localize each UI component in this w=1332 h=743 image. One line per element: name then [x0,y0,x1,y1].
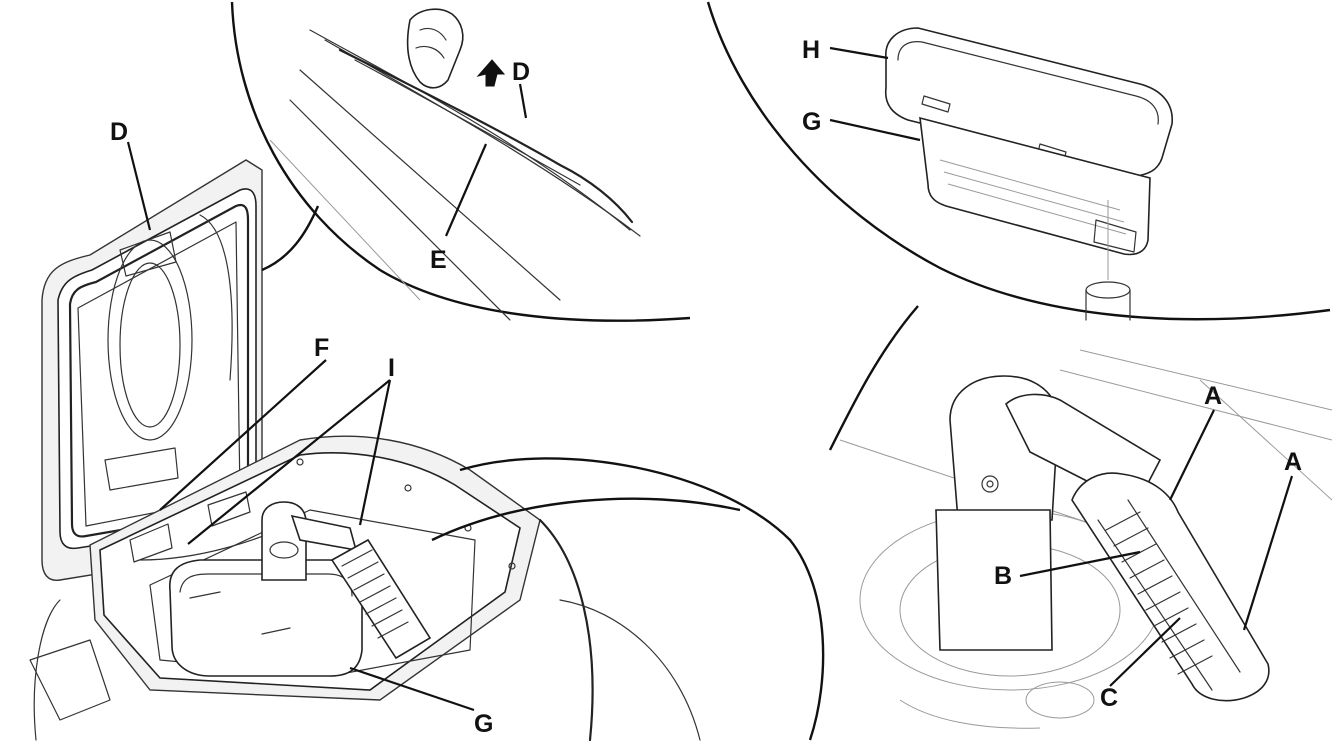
cartridge-inset [431,349,1332,741]
label-d-inset: D [512,58,530,86]
label-b: B [994,562,1012,590]
label-d-main: D [110,118,128,146]
labels: D D E F I G H G A A B C [110,36,1302,738]
label-a-lower: A [1284,448,1302,476]
label-f: F [314,334,329,362]
label-g-inset: G [802,108,821,136]
container-inset [706,1,1331,451]
gasket-inset [230,1,691,322]
leader-lines [126,46,1294,712]
label-h: H [802,36,820,64]
lid-assembly [41,159,263,581]
pump-nozzle-main [261,501,358,581]
label-c: C [1100,684,1118,712]
filter-cartridge-main [330,538,432,660]
label-a-upper: A [1204,382,1222,410]
label-g-main: G [474,710,493,738]
label-e: E [430,246,447,274]
label-i: I [388,354,395,382]
